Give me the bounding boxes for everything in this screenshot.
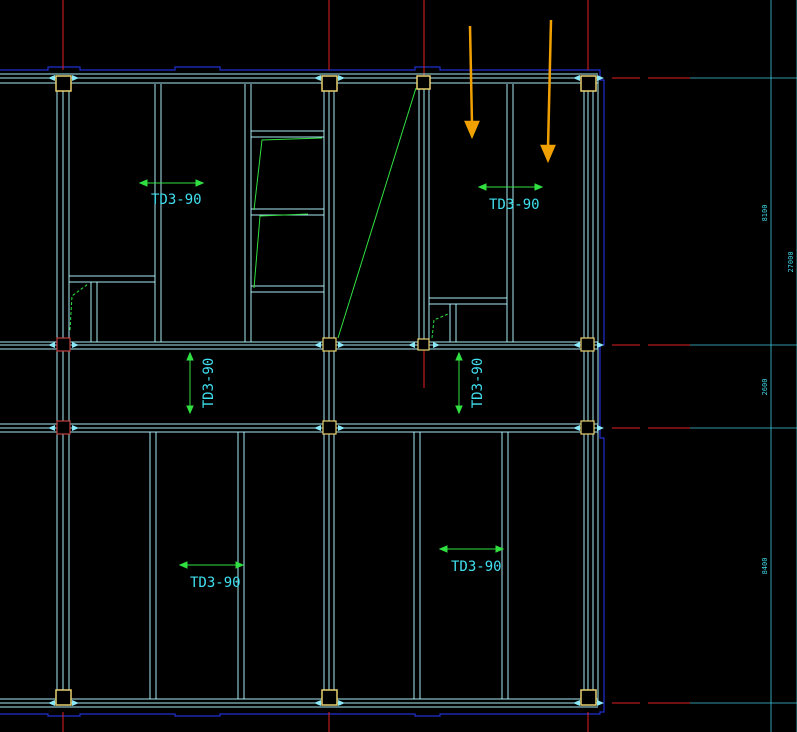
span-direction-arrow-icon [455, 351, 463, 415]
annotation-arrows [464, 19, 556, 164]
column-marker-icon [56, 337, 71, 352]
columns [55, 75, 597, 706]
column-marker-icon [580, 337, 595, 352]
building-outline [0, 66, 605, 717]
slab-label: TD3-90 [489, 197, 540, 213]
slab-label: TD3-90 [190, 575, 241, 591]
span-direction-arrow-icon [477, 183, 544, 191]
dimension-texts: 8100 27000 2600 8400 [761, 205, 795, 575]
dim-top-bay: 8100 [761, 205, 769, 222]
column-marker-icon [580, 689, 597, 706]
column-marker-icon [321, 75, 338, 92]
dim-total: 27000 [787, 251, 795, 272]
column-marker-icon [416, 75, 431, 90]
secondary-beams [69, 84, 514, 699]
span-direction-arrow-icon [186, 351, 194, 415]
down-arrow-marker-icon [540, 19, 556, 164]
column-marker-icon [322, 420, 337, 435]
column-marker-icon [55, 75, 72, 92]
column-marker-icon [56, 420, 71, 435]
slab-label: TD3-90 [201, 358, 217, 409]
slab-labels: TD3-90 TD3-90 TD3-90 TD3-90 TD3-90 TD3-9… [151, 192, 540, 591]
dim-bottom-bay: 8400 [761, 558, 769, 575]
joint-ticks [48, 75, 604, 706]
column-marker-icon [322, 337, 337, 352]
slab-label: TD3-90 [151, 192, 202, 208]
dim-middle-bay: 2600 [761, 379, 769, 396]
span-direction-arrow-icon [138, 179, 205, 187]
axis-lines [62, 0, 690, 732]
slab-label: TD3-90 [470, 358, 486, 409]
column-marker-icon [580, 75, 597, 92]
column-marker-icon [417, 338, 430, 351]
main-beams [0, 73, 599, 708]
span-direction-arrow-icon [438, 545, 505, 553]
span-direction-arrow-icon [178, 561, 245, 569]
stair-lines [69, 87, 449, 339]
column-marker-icon [321, 689, 338, 706]
column-marker-icon [580, 420, 595, 435]
down-arrow-marker-icon [464, 25, 480, 140]
dimension-chain [690, 0, 797, 732]
slab-label: TD3-90 [451, 559, 502, 575]
column-marker-icon [55, 689, 72, 706]
span-arrows [138, 179, 544, 569]
